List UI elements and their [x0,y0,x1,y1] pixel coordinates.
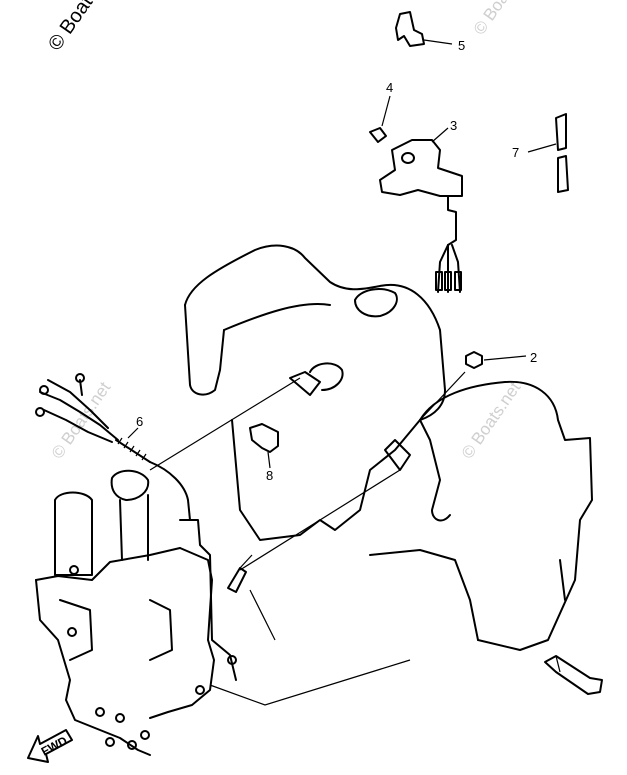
watermark-top-left: © Boats.net [44,0,122,55]
callout-7: 7 [512,145,519,160]
fwd-arrow: FWD [27,729,73,763]
long-bolt [544,655,603,695]
watermark-right: © Boats.net [458,378,525,462]
callout-4: 4 [386,80,393,95]
callout-5: 5 [458,38,465,53]
callout-8: 8 [266,468,273,483]
callout-6: 6 [136,414,143,429]
callout-3: 3 [450,118,457,133]
callout-2: 2 [530,350,537,365]
part-4-screw [369,95,391,143]
fwd-label: FWD [39,733,70,758]
part-5-clip [395,11,453,47]
part-2-nut [465,351,527,369]
power-trim-tilt-unit [35,469,237,756]
construction-lines [149,371,466,706]
part-7-cable-tie [527,113,569,193]
watermark-top-right: © Boats.net [470,0,537,38]
bracket-assembly [184,244,593,651]
part-8-holder [249,423,279,469]
part-3-trim-sensor [379,127,463,293]
part-1-bolt [227,554,253,593]
part-6-harness [35,373,191,521]
